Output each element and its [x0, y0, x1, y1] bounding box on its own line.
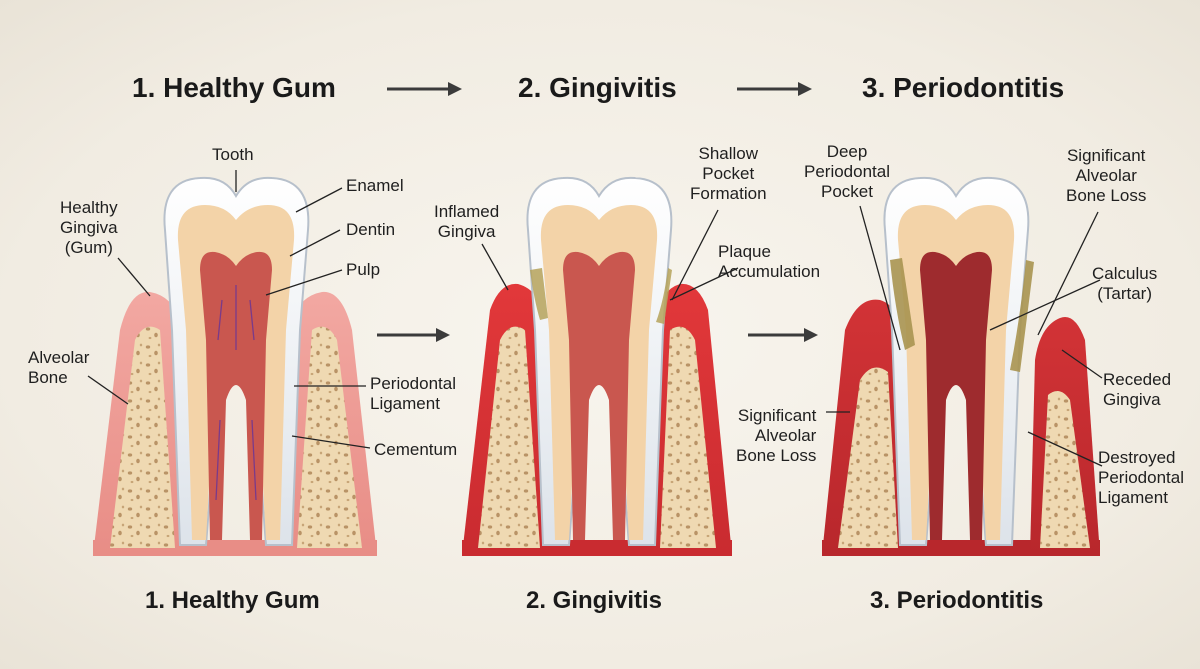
header-title-healthy: 1. Healthy Gum — [132, 72, 336, 103]
label-cementum: Cementum — [374, 440, 458, 459]
periodontitis-tooth-diagram — [822, 176, 1100, 556]
label-shallow-pocket: Shallow Pocket Formation — [690, 144, 767, 203]
healthy-bone-right — [297, 326, 362, 548]
label-tooth: Tooth — [212, 145, 254, 164]
footer-title-periodontitis: 3. Periodontitis — [870, 587, 1044, 614]
gingivitis-tooth-pulp — [563, 251, 635, 540]
periodontitis-leader-lines — [859, 205, 1103, 467]
header-title-periodontitis: 3. Periodontitis — [862, 72, 1065, 103]
gingivitis-leader-lines — [481, 209, 850, 413]
label-alveolar-bone: Alveolar Bone — [28, 348, 90, 387]
label-healthy-gingiva: Healthy Gingiva (Gum) — [60, 198, 118, 257]
label-dentin: Dentin — [346, 220, 396, 239]
label-gingivitis-bone-loss: Significant Alveolar Bone Loss — [736, 406, 817, 465]
periodontitis-bone-left — [838, 367, 898, 548]
mid-arrow-2 — [748, 328, 818, 342]
header-title-gingivitis: 2. Gingivitis — [518, 72, 677, 103]
label-periodontitis-bone-loss: Significant Alveolar Bone Loss — [1066, 146, 1147, 205]
gingivitis-bone-left — [478, 326, 540, 548]
gingivitis-plaque-left — [530, 268, 548, 320]
top-arrow-1 — [387, 82, 462, 96]
periodontitis-bone-right — [1040, 391, 1090, 548]
label-destroyed-ligament: Destroyed Periodontal Ligament — [1098, 448, 1185, 507]
periodontitis-tooth-pulp — [920, 251, 992, 540]
label-receded-gingiva: Receded Gingiva — [1103, 370, 1172, 409]
healthy-leader-lines — [87, 170, 371, 449]
label-pulp: Pulp — [346, 260, 381, 279]
label-calculus: Calculus (Tartar) — [1092, 264, 1158, 303]
footer-title-gingivitis: 2. Gingivitis — [526, 587, 663, 614]
footer-title-healthy: 1. Healthy Gum — [145, 587, 320, 614]
mid-arrow-1 — [377, 328, 450, 342]
healthy-bone-left — [110, 326, 175, 548]
top-arrow-2 — [737, 82, 812, 96]
periodontitis-calculus-left — [890, 258, 915, 350]
label-deep-pocket: Deep Periodontal Pocket — [804, 142, 891, 201]
healthy-tooth-diagram — [93, 176, 377, 556]
label-enamel: Enamel — [346, 176, 404, 195]
gingivitis-tooth-diagram — [462, 176, 732, 556]
label-periodontal-ligament: Periodontal Ligament — [370, 374, 457, 413]
gingivitis-bone-right — [660, 326, 716, 548]
label-inflamed-gingiva: Inflamed Gingiva — [434, 202, 500, 241]
gingivitis-plaque-right — [656, 268, 672, 324]
label-plaque-accumulation: Plaque Accumulation — [718, 242, 821, 281]
